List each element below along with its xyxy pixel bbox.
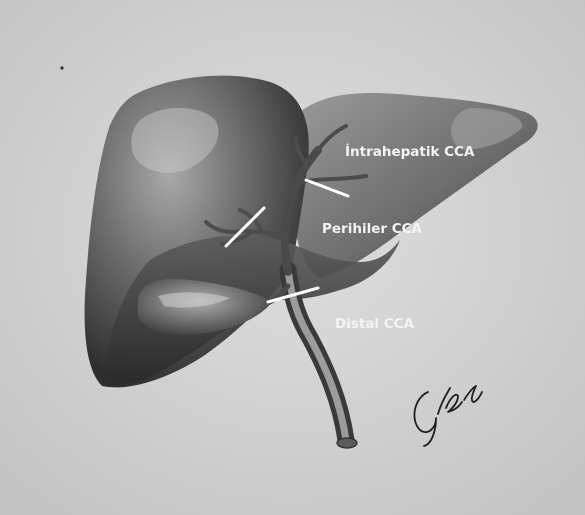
duct-end [337, 438, 357, 448]
intrahepatic-label: İntrahepatik CCA [345, 143, 475, 160]
distal-label: Distal CCA [335, 316, 415, 332]
perihilar-label: Perihiler CCA [322, 221, 423, 237]
paper-speck [60, 66, 63, 69]
